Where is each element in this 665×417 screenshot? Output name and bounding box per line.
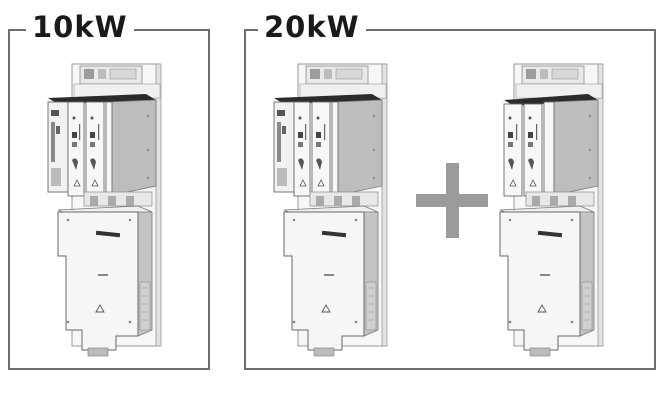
frame-10kw: 10kW	[8, 11, 210, 370]
drive-unit-10kw	[47, 63, 162, 357]
frame-label-20kw: 20kW	[258, 11, 366, 43]
plus-icon	[416, 163, 488, 238]
drive-unit-20kw-b	[499, 63, 604, 357]
frame-20kw: 20kW	[244, 11, 656, 370]
frame-label-10kw: 10kW	[26, 11, 134, 43]
drive-unit-20kw-a	[273, 63, 388, 357]
